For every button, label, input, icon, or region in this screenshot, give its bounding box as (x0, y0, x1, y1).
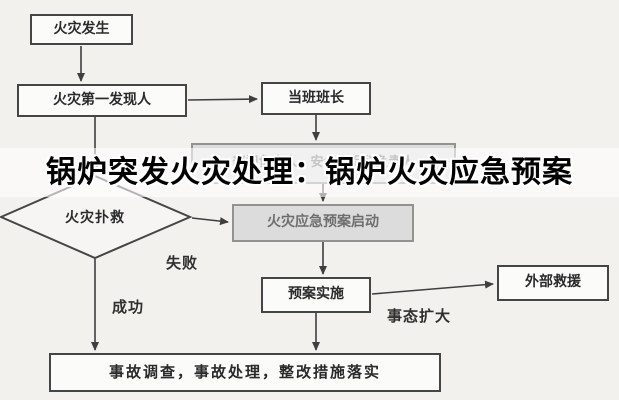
title-overlay-band (0, 148, 619, 197)
edge-label-fail: 失败 (166, 254, 199, 272)
node-external-rescue: 外部救援 (497, 265, 609, 301)
node-fire-fighting: 火灾扑救 (65, 210, 125, 226)
node-investigation: 事故调查，事故处理，整改措施落实 (49, 353, 441, 392)
node-fire-occurs: 火灾发生 (30, 14, 133, 45)
node-plan-implementation: 预案实施 (261, 277, 371, 313)
edge-label-success: 成功 (112, 298, 145, 316)
node-shift-leader: 当班班长 (261, 82, 371, 115)
node-plan-activation: 火灾应急预案启动 (232, 204, 414, 242)
article-title: 锅炉突发火灾处理：锅炉火灾应急预案 (46, 155, 573, 190)
node-first-discoverer: 火灾第一发现人 (17, 84, 187, 117)
edge-label-escalation: 事态扩大 (387, 307, 452, 325)
